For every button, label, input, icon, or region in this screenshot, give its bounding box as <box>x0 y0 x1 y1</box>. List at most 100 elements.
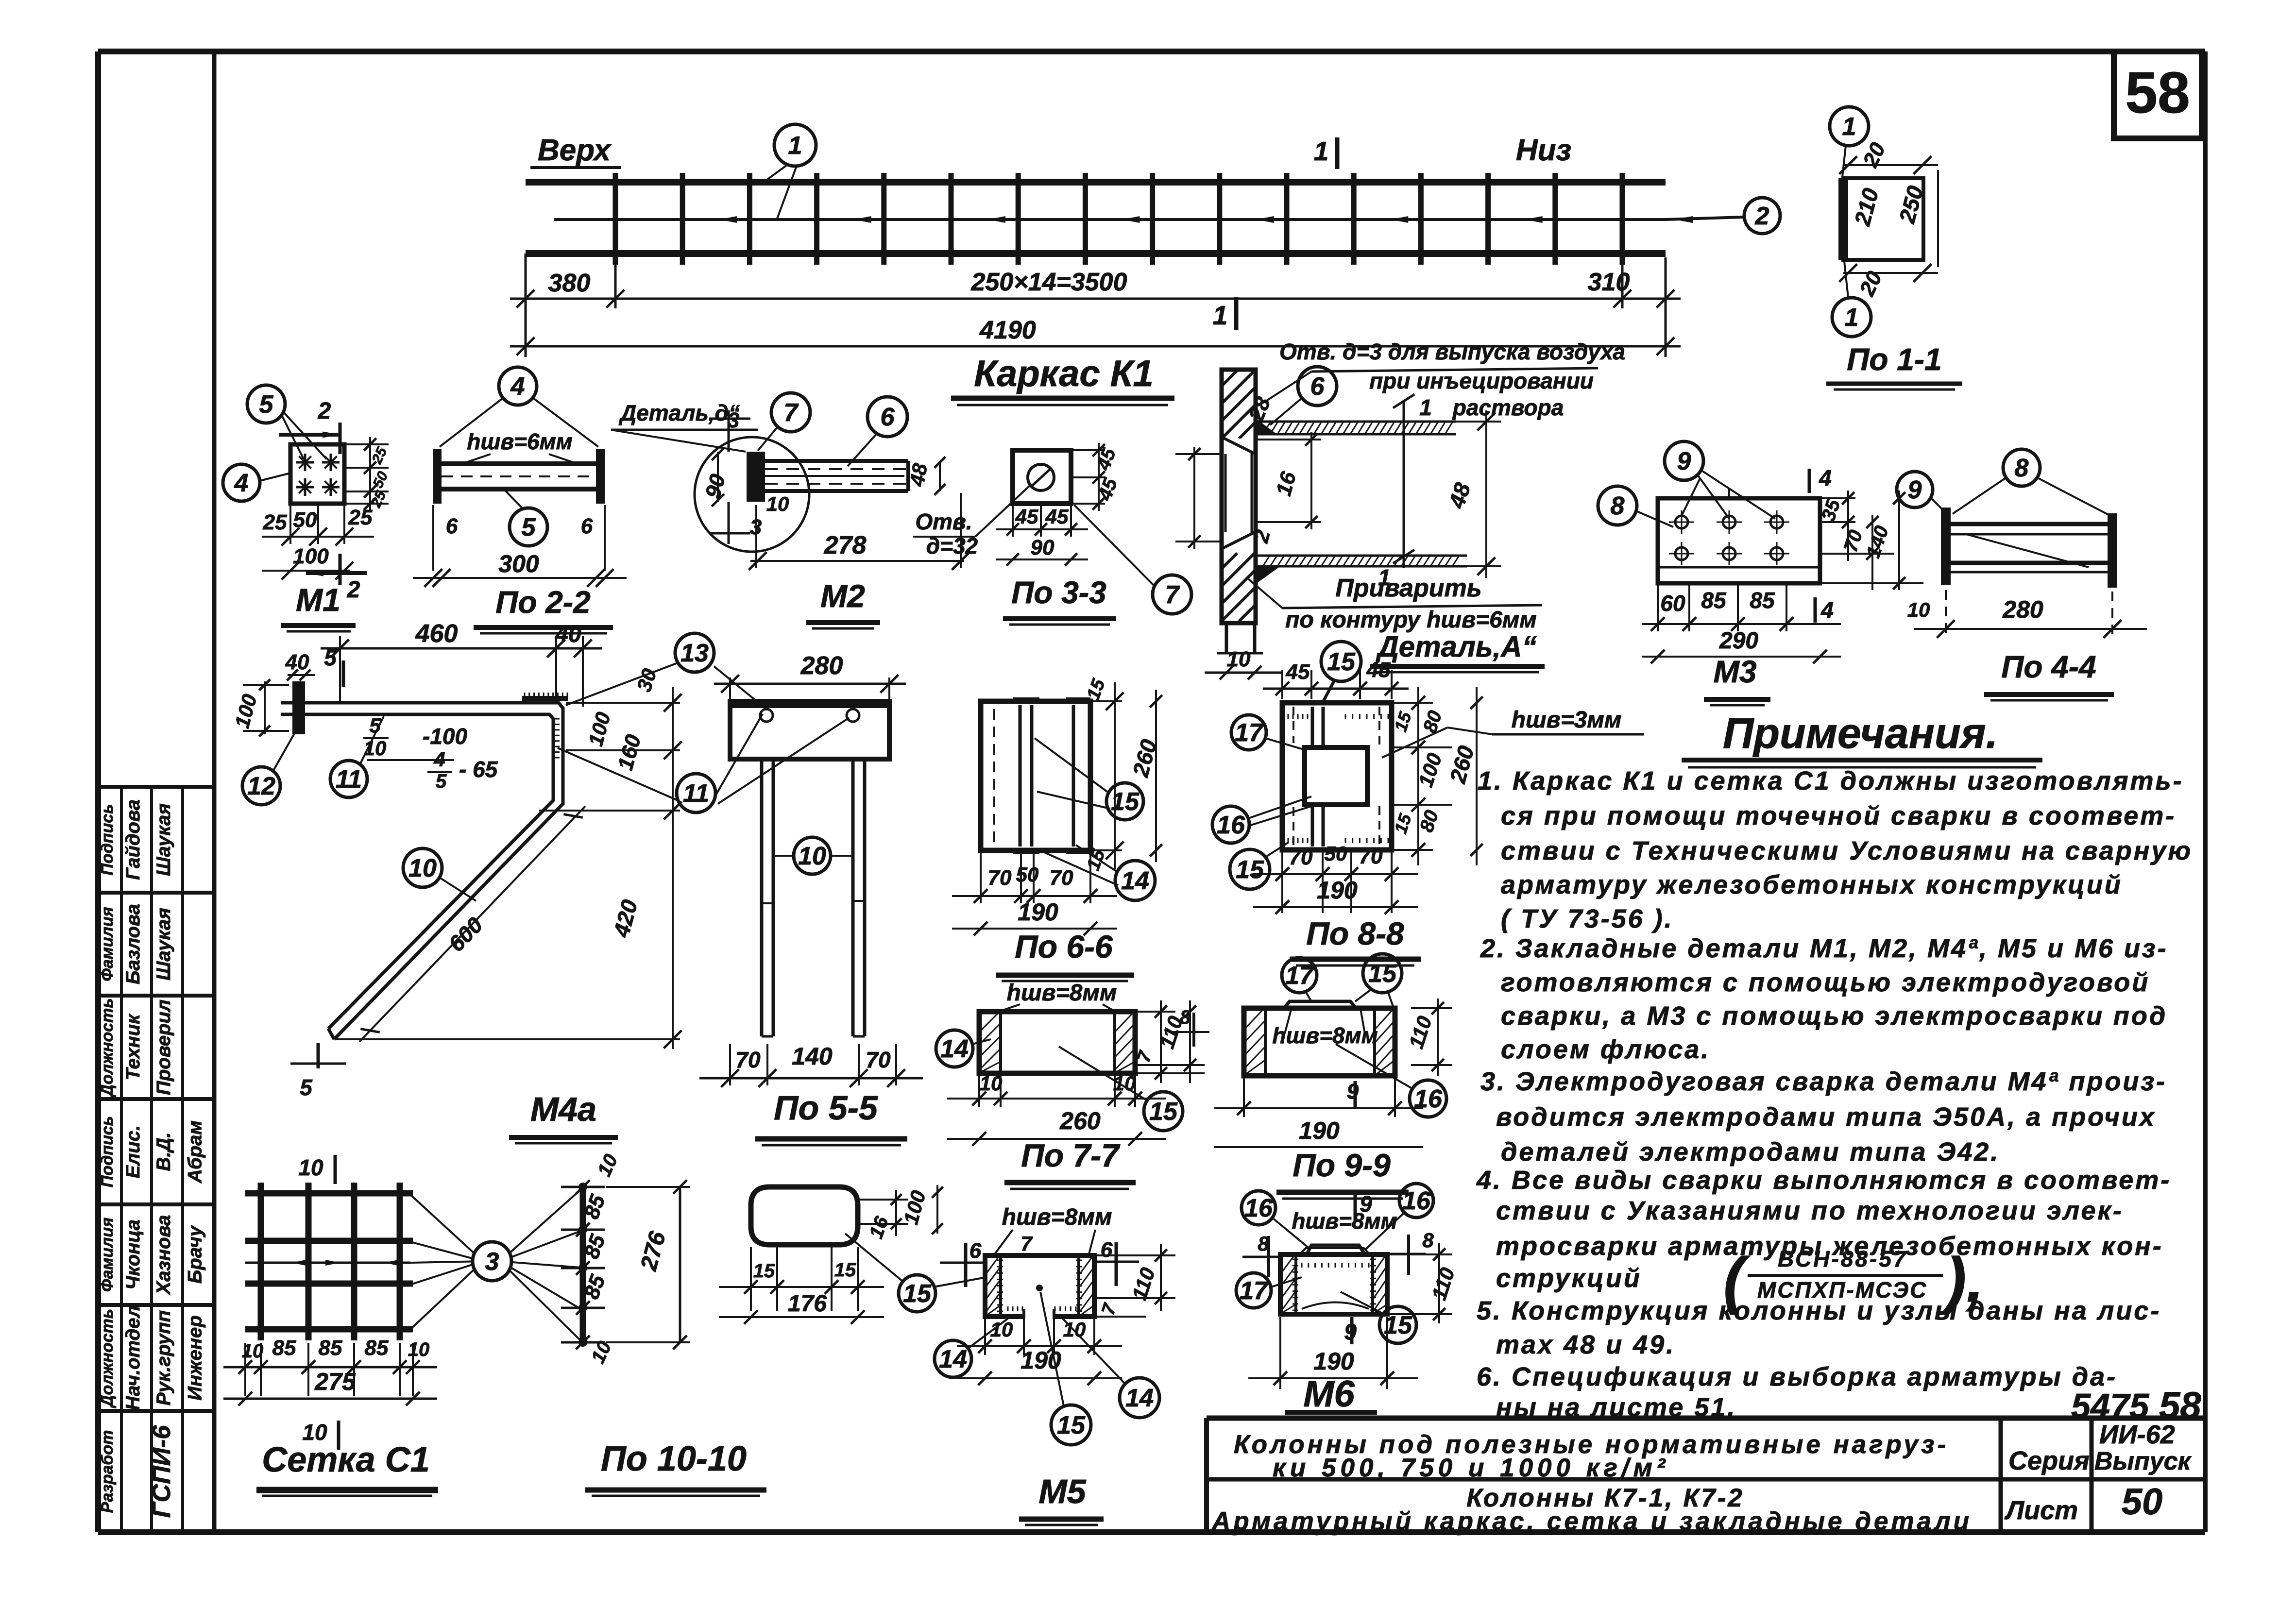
svg-text:Должность: Должность <box>98 1309 117 1408</box>
svg-text:5: 5 <box>522 513 536 542</box>
svg-text:раствора: раствора <box>1452 395 1564 420</box>
svg-text:10: 10 <box>1063 1318 1086 1341</box>
svg-text:45: 45 <box>1286 660 1310 684</box>
svg-text:МСПХП-МСЭС: МСПХП-МСЭС <box>1757 1277 1927 1303</box>
svg-text:5: 5 <box>324 645 337 670</box>
svg-text:25: 25 <box>348 506 373 529</box>
svg-text:10: 10 <box>990 1318 1013 1341</box>
svg-text:По 4-4: По 4-4 <box>2001 649 2096 684</box>
svg-text:Колонны под полезные нормативн: Колонны под полезные нормативные нагруз- <box>1234 1430 1949 1459</box>
svg-text:М3: М3 <box>1714 654 1757 689</box>
svg-text:17: 17 <box>1235 719 1264 747</box>
svg-text:1: 1 <box>1845 304 1859 332</box>
svg-text:10: 10 <box>302 1420 327 1445</box>
svg-text:6: 6 <box>446 514 458 538</box>
svg-text:190: 190 <box>1299 1117 1340 1144</box>
svg-text:7: 7 <box>784 399 799 427</box>
svg-text:Инженер: Инженер <box>185 1315 206 1400</box>
svg-text:- 65: - 65 <box>459 757 498 782</box>
svg-text:5: 5 <box>436 771 447 792</box>
svg-text:1: 1 <box>788 132 802 160</box>
svg-text:ГСПИ-6: ГСПИ-6 <box>148 1425 176 1518</box>
svg-text:50: 50 <box>293 508 317 532</box>
svg-text:По 1-1: По 1-1 <box>1847 342 1941 377</box>
svg-text:деталей электродами типа Э42.: деталей электродами типа Э42. <box>1501 1137 2000 1167</box>
svg-text:водится электродами типа Э50А,: водится электродами типа Э50А, а прочих <box>1496 1102 2156 1132</box>
svg-text:15: 15 <box>1236 856 1264 884</box>
svg-text:по контуру hшв=6мм: по контуру hшв=6мм <box>1285 607 1537 633</box>
svg-text:Низ: Низ <box>1516 134 1571 167</box>
svg-text:15: 15 <box>903 1280 932 1308</box>
svg-text:90: 90 <box>1031 536 1054 559</box>
svg-text:10: 10 <box>408 854 437 882</box>
svg-text:hшв=8мм: hшв=8мм <box>1007 980 1117 1006</box>
svg-text:6: 6 <box>881 403 895 431</box>
svg-text:Разработ: Разработ <box>98 1430 117 1513</box>
svg-text:9: 9 <box>1347 1080 1359 1103</box>
svg-text:Рук.групп: Рук.групп <box>153 1310 174 1405</box>
svg-text:16: 16 <box>1402 1187 1431 1215</box>
svg-text:По 10-10: По 10-10 <box>601 1439 747 1478</box>
svg-text:50: 50 <box>2122 1481 2163 1523</box>
svg-text:ствии с Техническими Условиями: ствии с Техническими Условиями на сварну… <box>1501 836 2193 865</box>
svg-text:15: 15 <box>1057 1411 1086 1439</box>
svg-text:190: 190 <box>1313 1348 1354 1375</box>
svg-text:10: 10 <box>408 1339 430 1360</box>
svg-text:Абрам: Абрам <box>185 1120 206 1184</box>
svg-text:11: 11 <box>336 765 362 794</box>
svg-text:hшв=6мм: hшв=6мм <box>467 429 572 454</box>
svg-text:3. Электродуговая сварка детал: 3. Электродуговая сварка детали М4ª прои… <box>1480 1067 2167 1096</box>
svg-text:8: 8 <box>1180 1007 1191 1028</box>
svg-text:1: 1 <box>1314 136 1329 166</box>
svg-text:13: 13 <box>680 639 709 667</box>
svg-text:15: 15 <box>753 1260 775 1282</box>
svg-text:15: 15 <box>1327 648 1356 676</box>
svg-text:15: 15 <box>834 1259 856 1281</box>
svg-text:Фамилия: Фамилия <box>98 907 117 981</box>
svg-text:278: 278 <box>824 531 867 559</box>
svg-text:hшв=8мм: hшв=8мм <box>1272 1023 1378 1048</box>
svg-text:Гайдова: Гайдова <box>122 799 144 880</box>
svg-text:Арматурный каркас, сетка и зак: Арматурный каркас, сетка и закладные дет… <box>1211 1507 1972 1536</box>
svg-text:Серия: Серия <box>2008 1446 2090 1475</box>
svg-text:140: 140 <box>792 1043 833 1070</box>
svg-text:Отв.: Отв. <box>915 509 972 534</box>
svg-text:6: 6 <box>969 1239 982 1263</box>
svg-text:460: 460 <box>415 620 458 648</box>
svg-text:ствии с Указаниями по технолог: ствии с Указаниями по технологии элек- <box>1496 1196 2124 1225</box>
svg-text:100: 100 <box>293 544 329 568</box>
svg-text:10: 10 <box>980 1072 1003 1095</box>
svg-text:16: 16 <box>1217 811 1245 839</box>
svg-text:М2: М2 <box>820 578 865 614</box>
svg-text:70: 70 <box>735 1047 761 1072</box>
svg-text:6. Спецификация и выборка арма: 6. Спецификация и выборка арматуры да- <box>1477 1362 2117 1391</box>
svg-text:струкций: струкций <box>1496 1264 1642 1293</box>
svg-text:4: 4 <box>433 748 445 771</box>
svg-text:1: 1 <box>1213 300 1228 330</box>
svg-text:70: 70 <box>988 866 1012 890</box>
svg-text:Фамилия: Фамилия <box>98 1218 117 1292</box>
svg-text:25: 25 <box>263 510 287 534</box>
svg-text:16: 16 <box>1244 1194 1273 1222</box>
svg-text:1: 1 <box>1842 113 1856 141</box>
svg-text:45: 45 <box>1366 658 1391 682</box>
svg-text:10: 10 <box>766 492 789 515</box>
svg-text:тросварки арматуры железобетон: тросварки арматуры железобетонных кон- <box>1496 1232 2163 1261</box>
svg-text:10: 10 <box>1113 1072 1136 1095</box>
svg-text:По 9-9: По 9-9 <box>1293 1147 1391 1183</box>
svg-text:190: 190 <box>1018 898 1058 926</box>
svg-text:60: 60 <box>1660 591 1685 616</box>
svg-text:По 3-3: По 3-3 <box>1011 575 1106 610</box>
svg-text:14: 14 <box>1121 867 1149 895</box>
svg-text:9: 9 <box>1677 447 1691 475</box>
svg-text:По 7-7: По 7-7 <box>1021 1137 1121 1173</box>
svg-text:275: 275 <box>314 1368 356 1395</box>
svg-text:40: 40 <box>285 650 309 674</box>
svg-text:15: 15 <box>1111 788 1139 816</box>
svg-text:Шаукая: Шаукая <box>153 908 174 981</box>
svg-text:Подпись: Подпись <box>98 804 117 876</box>
svg-text:4190: 4190 <box>979 316 1036 344</box>
svg-text:10: 10 <box>298 1155 323 1180</box>
svg-text:Каркас К1: Каркас К1 <box>974 353 1154 394</box>
svg-text:7: 7 <box>1020 1232 1033 1255</box>
